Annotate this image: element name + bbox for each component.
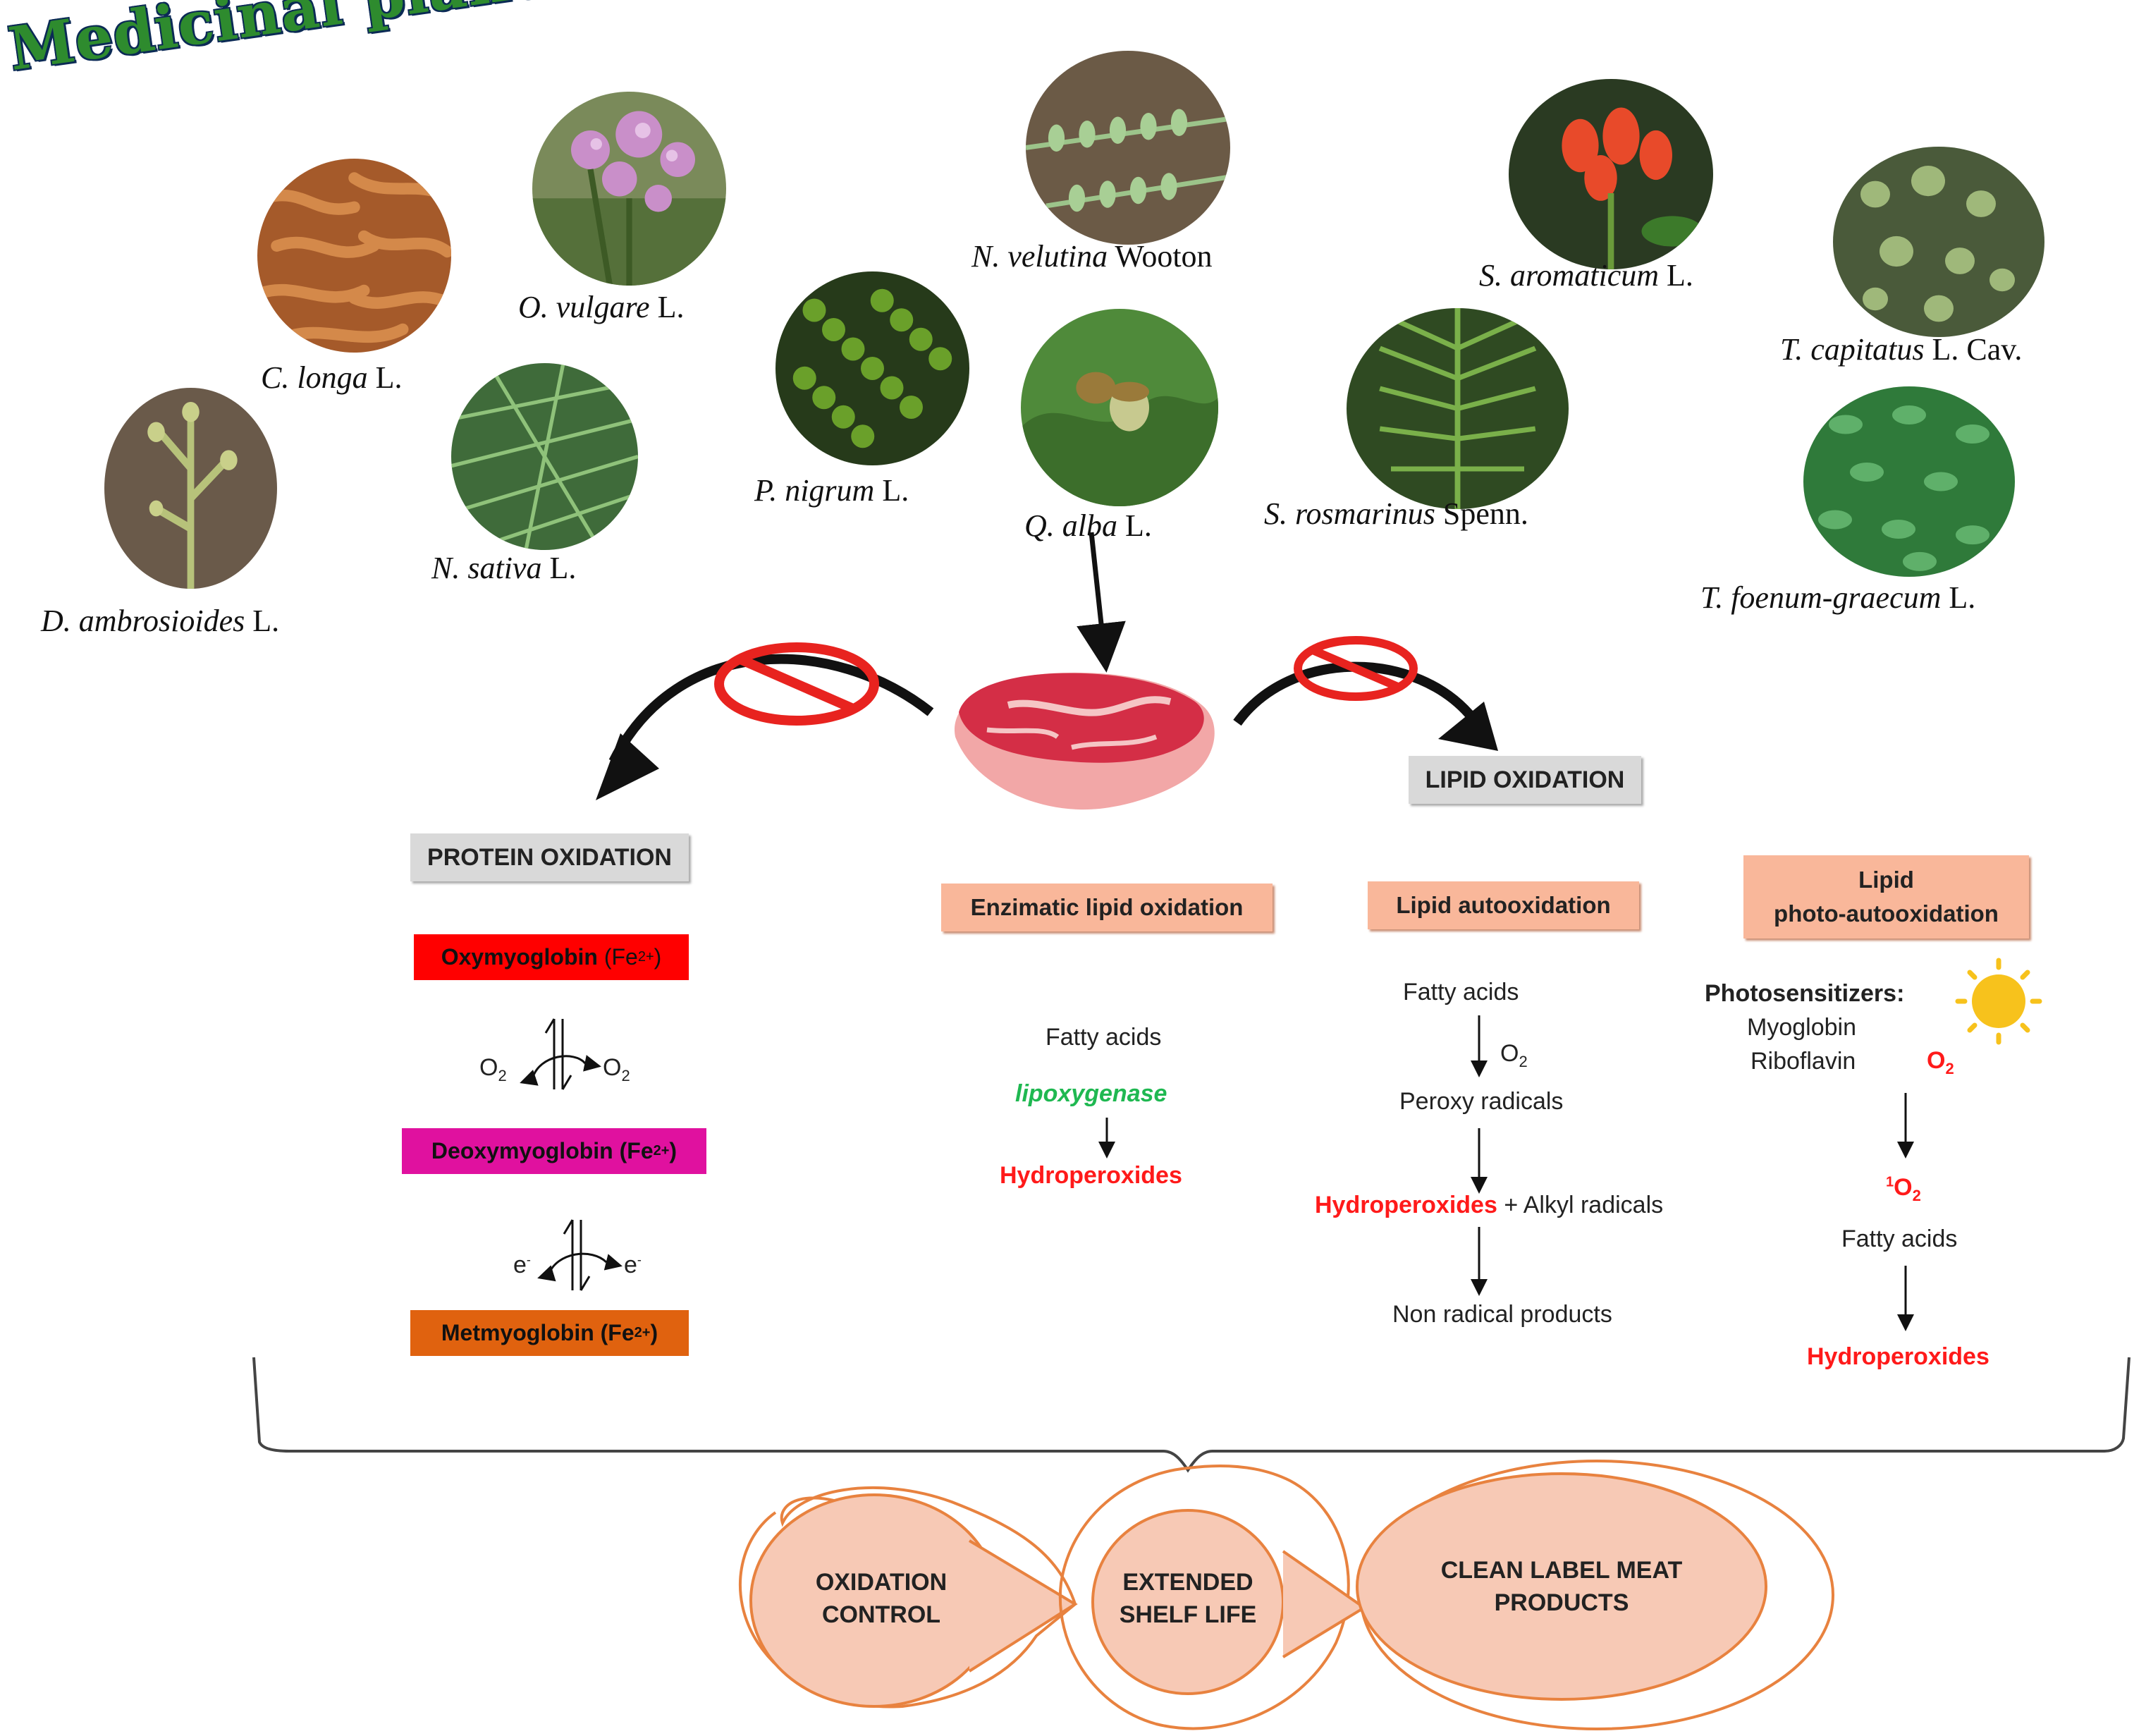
- riboflavin-label: Riboflavin: [1750, 1048, 1856, 1075]
- plants-to-meat-arrow: [1077, 532, 1126, 673]
- plant-label-c-longa: C. longa L.: [261, 360, 403, 395]
- singlet-oxygen: 1O2: [1886, 1174, 1921, 1204]
- plant-label-t-capitatus: T. capitatus L. Cav.: [1780, 332, 2023, 367]
- outcome-shapes: [738, 1460, 1834, 1730]
- auto-o2: O2: [1500, 1040, 1528, 1070]
- myoglobin-label: Myoglobin: [1747, 1014, 1856, 1041]
- peroxy-radicals: Peroxy radicals: [1399, 1088, 1564, 1115]
- summary-brace: [252, 1357, 2130, 1473]
- plant-label-s-rosmarinus: S. rosmarinus Spenn.: [1264, 496, 1528, 531]
- lipid-oxidation-header: LIPID OXIDATION: [1409, 756, 1641, 804]
- plant-image-n-velutina: [1026, 51, 1230, 245]
- enzimatic-fatty-acids: Fatty acids: [1046, 1024, 1162, 1051]
- photo-fatty-acids: Fatty acids: [1841, 1225, 1958, 1252]
- curve-arrow-left: [608, 654, 934, 764]
- sun-icon: [1955, 958, 2042, 1045]
- equilibrium-arrow-2: [537, 1219, 623, 1291]
- plant-label-s-aromaticum: S. aromaticum L.: [1479, 258, 1693, 293]
- plant-image-d-ambrosioides: [104, 388, 277, 589]
- e-label-right: e-: [624, 1252, 642, 1278]
- protein-oxidation-header: PROTEIN OXIDATION: [410, 833, 689, 881]
- enzimatic-product: Hydroperoxides: [1000, 1162, 1182, 1189]
- plant-image-t-capitatus: [1833, 147, 2044, 337]
- equilibrium-arrow-1: [520, 1018, 601, 1090]
- enzimatic-header: Enzimatic lipid oxidation: [941, 884, 1273, 931]
- e-label-left: e-: [513, 1252, 531, 1278]
- plant-label-n-velutina: N. velutina Wooton: [971, 239, 1213, 274]
- plant-image-q-alba: [1021, 309, 1218, 506]
- lipoxygenase-label: lipoxygenase: [1015, 1080, 1167, 1107]
- prohibit-icon-right: [1294, 636, 1418, 701]
- auto-fatty-acids: Fatty acids: [1403, 979, 1519, 1005]
- plant-image-c-longa: [257, 159, 451, 353]
- plant-image-s-aromaticum: [1509, 79, 1713, 269]
- plant-image-p-nigrum: [775, 271, 969, 465]
- plant-label-o-vulgare: O. vulgare L.: [518, 290, 685, 324]
- curve-arrow-left-head: [596, 733, 659, 800]
- non-radical-products: Non radical products: [1392, 1301, 1612, 1328]
- photosensitizers-label: Photosensitizers:: [1705, 980, 1905, 1007]
- plant-label-t-foenum-graecum: T. foenum-graecum L.: [1700, 580, 1976, 615]
- auto-hydroperoxides-line: Hydroperoxides + Alkyl radicals: [1315, 1192, 1664, 1218]
- plant-label-d-ambrosioides: D. ambrosioides L.: [41, 604, 280, 638]
- photo-product: Hydroperoxides: [1807, 1343, 1989, 1370]
- meat-icon: [954, 672, 1215, 810]
- plant-image-t-foenum-graecum: [1803, 386, 2015, 577]
- plant-label-n-sativa: N. sativa L.: [431, 551, 577, 585]
- plant-image-s-rosmarinus: [1347, 308, 1569, 509]
- autooxidation-header: Lipid autooxidation: [1368, 881, 1639, 929]
- o2-label-left-1: O2: [479, 1054, 507, 1084]
- curve-arrow-right-head: [1438, 702, 1498, 751]
- prohibit-icon-left: [714, 642, 879, 726]
- plant-label-q-alba: Q. alba L.: [1024, 508, 1152, 543]
- photo-o2: O2: [1927, 1047, 1954, 1077]
- plant-label-p-nigrum: P. nigrum L.: [754, 473, 909, 508]
- plant-image-n-sativa: [451, 363, 638, 550]
- o2-label-right-1: O2: [603, 1054, 630, 1084]
- plant-image-o-vulgare: [532, 92, 726, 286]
